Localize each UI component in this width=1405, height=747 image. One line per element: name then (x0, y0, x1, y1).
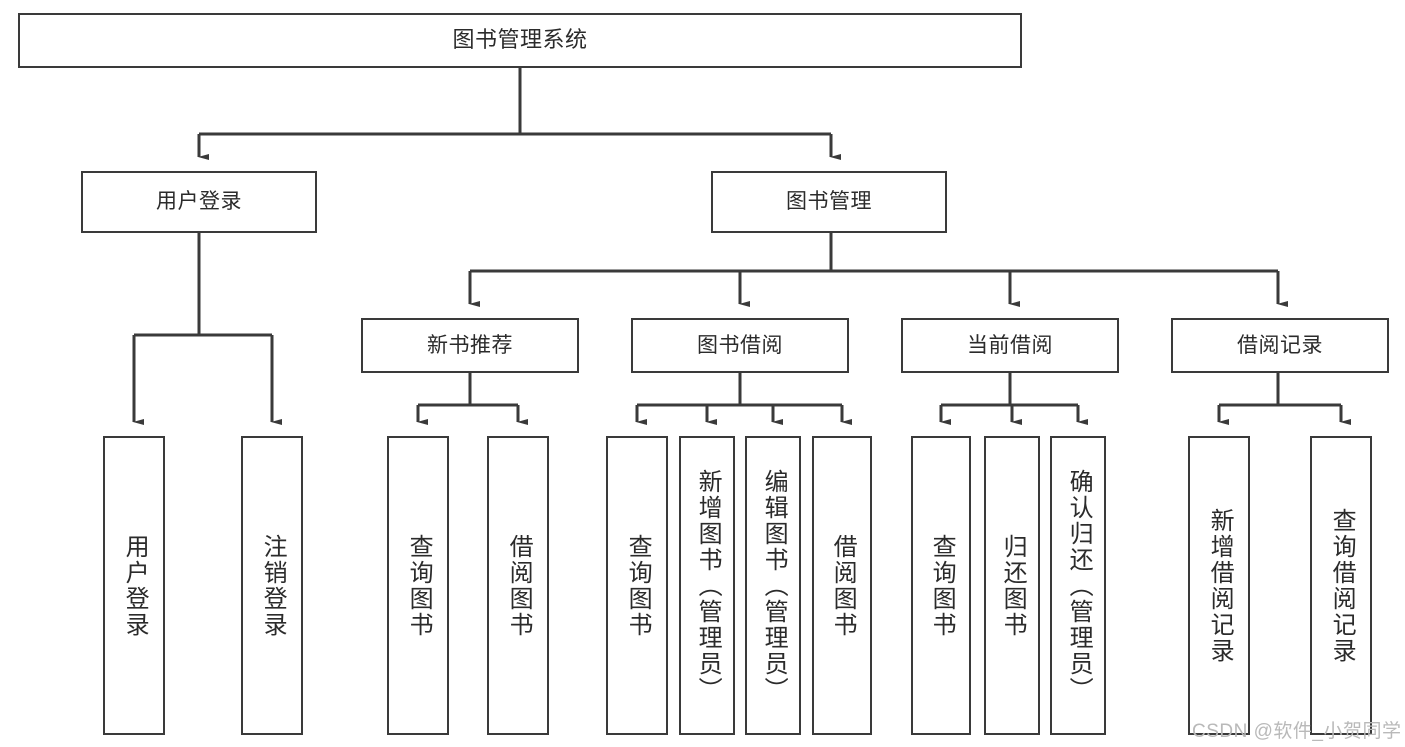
node-user-login-label: 用户登录 (156, 190, 242, 214)
leaf-return-book-label: 归还图书 (999, 533, 1027, 638)
leaf-borrow-book-nbr[interactable]: 借阅图书 (487, 436, 549, 735)
node-root-label: 图书管理系统 (452, 27, 588, 53)
leaf-edit-book-admin-label: 编辑图书（管理员） (760, 468, 788, 703)
node-book-borrow[interactable]: 图书借阅 (631, 318, 849, 373)
leaf-add-borrow-record[interactable]: 新增借阅记录 (1188, 436, 1250, 735)
node-current-borrow[interactable]: 当前借阅 (901, 318, 1119, 373)
leaf-logout[interactable]: 注销登录 (241, 436, 303, 735)
node-book-borrow-label: 图书借阅 (697, 333, 783, 357)
leaf-edit-book-admin[interactable]: 编辑图书（管理员） (745, 436, 801, 735)
leaf-logout-label: 注销登录 (259, 533, 287, 638)
leaf-query-book-nbr-label: 查询图书 (405, 533, 433, 638)
leaf-borrow-book-bb[interactable]: 借阅图书 (812, 436, 872, 735)
leaf-add-book-admin[interactable]: 新增图书（管理员） (679, 436, 735, 735)
node-borrow-record-label: 借阅记录 (1237, 333, 1323, 357)
leaf-return-book[interactable]: 归还图书 (984, 436, 1040, 735)
leaf-query-borrow-record[interactable]: 查询借阅记录 (1310, 436, 1372, 735)
node-current-borrow-label: 当前借阅 (967, 333, 1053, 357)
node-book-management[interactable]: 图书管理 (711, 171, 947, 233)
leaf-confirm-return-admin[interactable]: 确认归还（管理员） (1050, 436, 1106, 735)
leaf-query-book-bb-label: 查询图书 (624, 533, 652, 638)
leaf-query-book-cb-label: 查询图书 (928, 533, 956, 638)
node-new-book-recommend[interactable]: 新书推荐 (361, 318, 579, 373)
node-new-book-recommend-label: 新书推荐 (427, 333, 513, 357)
node-book-management-label: 图书管理 (786, 190, 872, 214)
leaf-add-borrow-record-label: 新增借阅记录 (1206, 507, 1234, 664)
leaf-borrow-book-nbr-label: 借阅图书 (505, 533, 533, 638)
node-root[interactable]: 图书管理系统 (18, 13, 1022, 68)
leaf-user-login-label: 用户登录 (121, 533, 149, 638)
node-borrow-record[interactable]: 借阅记录 (1171, 318, 1389, 373)
leaf-add-book-admin-label: 新增图书（管理员） (694, 468, 722, 703)
leaf-query-book-nbr[interactable]: 查询图书 (387, 436, 449, 735)
leaf-confirm-return-admin-label: 确认归还（管理员） (1065, 468, 1093, 703)
leaf-query-book-bb[interactable]: 查询图书 (606, 436, 668, 735)
leaf-query-borrow-record-label: 查询借阅记录 (1328, 507, 1356, 664)
leaf-borrow-book-bb-label: 借阅图书 (829, 533, 857, 638)
leaf-query-book-cb[interactable]: 查询图书 (911, 436, 971, 735)
leaf-user-login[interactable]: 用户登录 (103, 436, 165, 735)
node-user-login[interactable]: 用户登录 (81, 171, 317, 233)
